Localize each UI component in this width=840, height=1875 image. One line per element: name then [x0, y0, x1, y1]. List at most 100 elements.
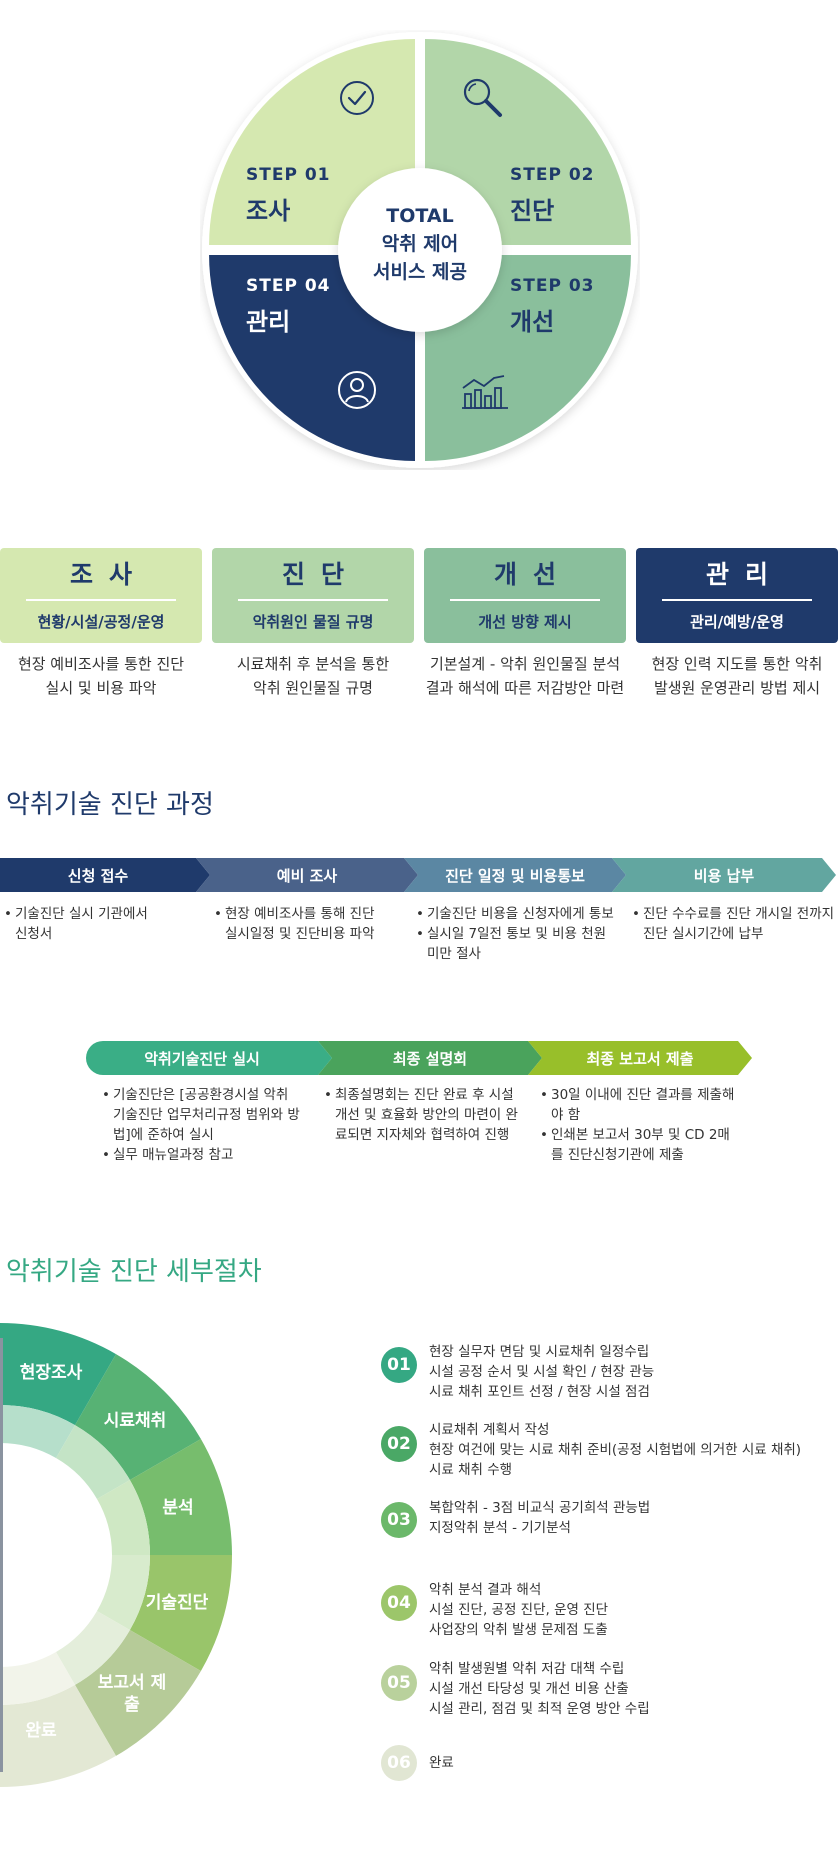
step-number-badge: 03 — [381, 1502, 417, 1538]
detail-step-02: 시료채취 계획서 작성 현장 여건에 맞는 시료 채취 준비(공정 시험법에 의… — [429, 1420, 801, 1480]
ring-segment-inner-5 — [56, 1611, 130, 1685]
step-line: 시료 채취 포인트 선정 / 현장 시설 점검 — [429, 1384, 650, 1400]
process-bullets: 최종설명회는 진단 완료 후 시설 개선 및 효율화 방안의 마련이 완료되면 … — [324, 1085, 526, 1145]
arrow-shape — [0, 858, 210, 892]
ring-segment-inner-4 — [96, 1555, 150, 1630]
bullet-item: 실시일 7일전 통보 및 비용 천원 미만 절사 — [416, 924, 616, 964]
arrow-shape — [318, 1041, 542, 1075]
stage-description: 현장 인력 지도를 통한 악취 발생원 운영관리 방법 제시 — [632, 652, 840, 700]
step-number: STEP 02 — [510, 165, 595, 185]
stage-box-diagnosis: 진단 악취원인 물질 규명 — [212, 548, 414, 643]
ring-edge-line — [0, 1338, 3, 1772]
stage-description: 기본설계 - 악취 원인물질 분석 결과 해석에 따른 저감방안 마련 — [420, 652, 630, 700]
bullet-item: 진단 수수료를 진단 개시일 전까지 진단 실시기간에 납부 — [632, 904, 840, 944]
ring-segment-inner-6 — [0, 1651, 76, 1705]
process-step-payment: 비용 납부 — [693, 866, 755, 885]
detail-step-05: 악취 발생원별 악취 저감 대책 수립 시설 개선 타당성 및 개선 비용 산출… — [429, 1659, 650, 1719]
process-step-diagnosis: 악취기술진단 실시 — [144, 1049, 260, 1068]
step-number-badge: 05 — [381, 1665, 417, 1701]
stage-box-management: 관리 관리/예방/운영 — [636, 548, 838, 643]
user-icon — [338, 371, 376, 409]
bullet-item: 기술진단은 [공공환경시설 악취 기술진단 업무처리규정 범위와 방법]에 준하… — [102, 1085, 302, 1145]
step-name: 관리 — [246, 308, 291, 336]
step-line: 사업장의 악취 발생 문제점 도출 — [429, 1622, 608, 1638]
step-number-badge: 04 — [381, 1585, 417, 1621]
ring-label: 기술진단 — [145, 1593, 209, 1613]
process-bullets: 기술진단은 [공공환경시설 악취 기술진단 업무처리규정 범위와 방법]에 준하… — [102, 1085, 302, 1165]
step-number: STEP 04 — [246, 276, 331, 296]
process-section-title: 악취기술 진단 과정 — [6, 790, 214, 820]
arrow-shape — [196, 858, 418, 892]
bullet-item: 인쇄본 보고서 30부 및 CD 2매를 진단신청기관에 제출 — [540, 1125, 740, 1165]
stage-description: 시료채취 후 분석을 통한 악취 원인물질 규명 — [208, 652, 418, 700]
step-line: 시료채취 계획서 작성 — [429, 1422, 550, 1438]
step-line: 악취 분석 결과 해석 — [429, 1582, 542, 1598]
step-number-badge: 02 — [381, 1426, 417, 1462]
step-number-badge: 06 — [381, 1745, 417, 1781]
bar-chart-icon — [462, 375, 508, 409]
cycle-step-02: STEP 02 진단 — [510, 165, 595, 226]
ring-segment-outer-5 — [75, 1630, 201, 1756]
desc-line: 기본설계 - 악취 원인물질 분석 — [429, 655, 621, 673]
stage-box-improvement: 개선 개선 방향 제시 — [424, 548, 626, 643]
ring-segment-inner-2 — [56, 1425, 130, 1499]
ring-segment-outer-6 — [0, 1684, 117, 1787]
step-number: STEP 01 — [246, 165, 331, 185]
stage-title: 조사 — [69, 560, 148, 589]
bullet-item: 30일 이내에 진단 결과를 제출해야 함 — [540, 1085, 740, 1125]
bullet-item: 현장 예비조사를 통해 진단 실시일정 및 진단비용 파악 — [214, 904, 389, 944]
process-step-briefing: 최종 설명회 — [392, 1049, 468, 1068]
step-line: 시설 공정 순서 및 시설 확인 / 현장 관능 — [429, 1364, 655, 1380]
ring-segment-outer-4 — [129, 1555, 232, 1671]
desc-line: 실시 및 비용 파악 — [45, 679, 157, 697]
step-name: 조사 — [246, 197, 291, 225]
desc-line: 현장 예비조사를 통한 진단 — [17, 655, 185, 673]
detail-section-title: 악취기술 진단 세부절차 — [6, 1257, 262, 1287]
process-step-schedule: 진단 일정 및 비용통보 — [445, 866, 585, 885]
process-bullets: 진단 수수료를 진단 개시일 전까지 진단 실시기간에 납부 — [632, 904, 840, 944]
step-line: 완료 — [429, 1755, 454, 1771]
step-line: 시설 관리, 점검 및 최적 운영 방안 수립 — [429, 1701, 650, 1717]
arrow-shape — [86, 1041, 332, 1075]
stage-box-survey: 조사 현황/시설/공정/운영 — [0, 548, 202, 643]
desc-line: 발생원 운영관리 방법 제시 — [653, 679, 821, 697]
step-line: 현장 여건에 맞는 시료 채취 준비(공정 시험법에 의거한 시료 채취) — [429, 1442, 802, 1458]
cycle-step-03: STEP 03 개선 — [510, 276, 595, 337]
cycle-center-circle — [338, 168, 502, 332]
desc-line: 시료채취 후 분석을 통한 — [236, 655, 390, 673]
arrow-shape — [612, 858, 836, 892]
ring-label: 분석 — [162, 1498, 194, 1518]
ring-segment-inner-3 — [96, 1480, 150, 1555]
process-arrow-row-2 — [86, 1041, 752, 1075]
ring-label: 현장조사 — [19, 1363, 83, 1383]
detail-step-01: 현장 실무자 면담 및 시료채취 일정수립 시설 공정 순서 및 시설 확인 /… — [429, 1342, 654, 1402]
stage-divider — [238, 599, 388, 601]
cycle-step-01: STEP 01 조사 — [246, 165, 331, 226]
process-bullets: 현장 예비조사를 통해 진단 실시일정 및 진단비용 파악 — [214, 904, 389, 944]
ring-segment-outer-1 — [0, 1323, 117, 1426]
ring-segment-outer-3 — [129, 1439, 232, 1555]
ring-label: 완료 — [25, 1721, 57, 1741]
stage-title: 관리 — [705, 560, 784, 589]
stage-divider — [662, 599, 812, 601]
center-line-2: 악취 제어 — [381, 233, 459, 255]
stage-description: 현장 예비조사를 통한 진단 실시 및 비용 파악 — [0, 652, 206, 700]
step-line: 악취 발생원별 악취 저감 대책 수립 — [429, 1661, 625, 1677]
stage-title: 진단 — [281, 560, 360, 589]
bullet-item: 실무 매뉴얼과정 참고 — [102, 1145, 302, 1165]
ring-segment-inner-1 — [0, 1405, 75, 1459]
step-name: 진단 — [510, 197, 555, 225]
arrow-shape — [404, 858, 626, 892]
detail-step-04: 악취 분석 결과 해석 시설 진단, 공정 진단, 운영 진단 사업장의 악취 … — [429, 1580, 608, 1640]
bullet-item: 최종설명회는 진단 완료 후 시설 개선 및 효율화 방안의 마련이 완료되면 … — [324, 1085, 526, 1145]
desc-line: 악취 원인물질 규명 — [253, 679, 373, 697]
cycle-center-label: TOTAL 악취 제어 서비스 제공 — [345, 202, 495, 286]
process-bullets: 30일 이내에 진단 결과를 제출해야 함 인쇄본 보고서 30부 및 CD 2… — [540, 1085, 740, 1165]
check-circle-icon — [340, 81, 374, 115]
service-cycle-diagram — [202, 32, 638, 468]
center-line-3: 서비스 제공 — [372, 261, 467, 283]
arrow-shape — [528, 1041, 752, 1075]
step-line: 복합악취 - 3점 비교식 공기희석 관능법 — [429, 1500, 651, 1516]
bullet-item: 기술진단 실시 기관에서 신청서 — [4, 904, 164, 944]
stage-subtitle: 현황/시설/공정/운영 — [37, 613, 165, 631]
